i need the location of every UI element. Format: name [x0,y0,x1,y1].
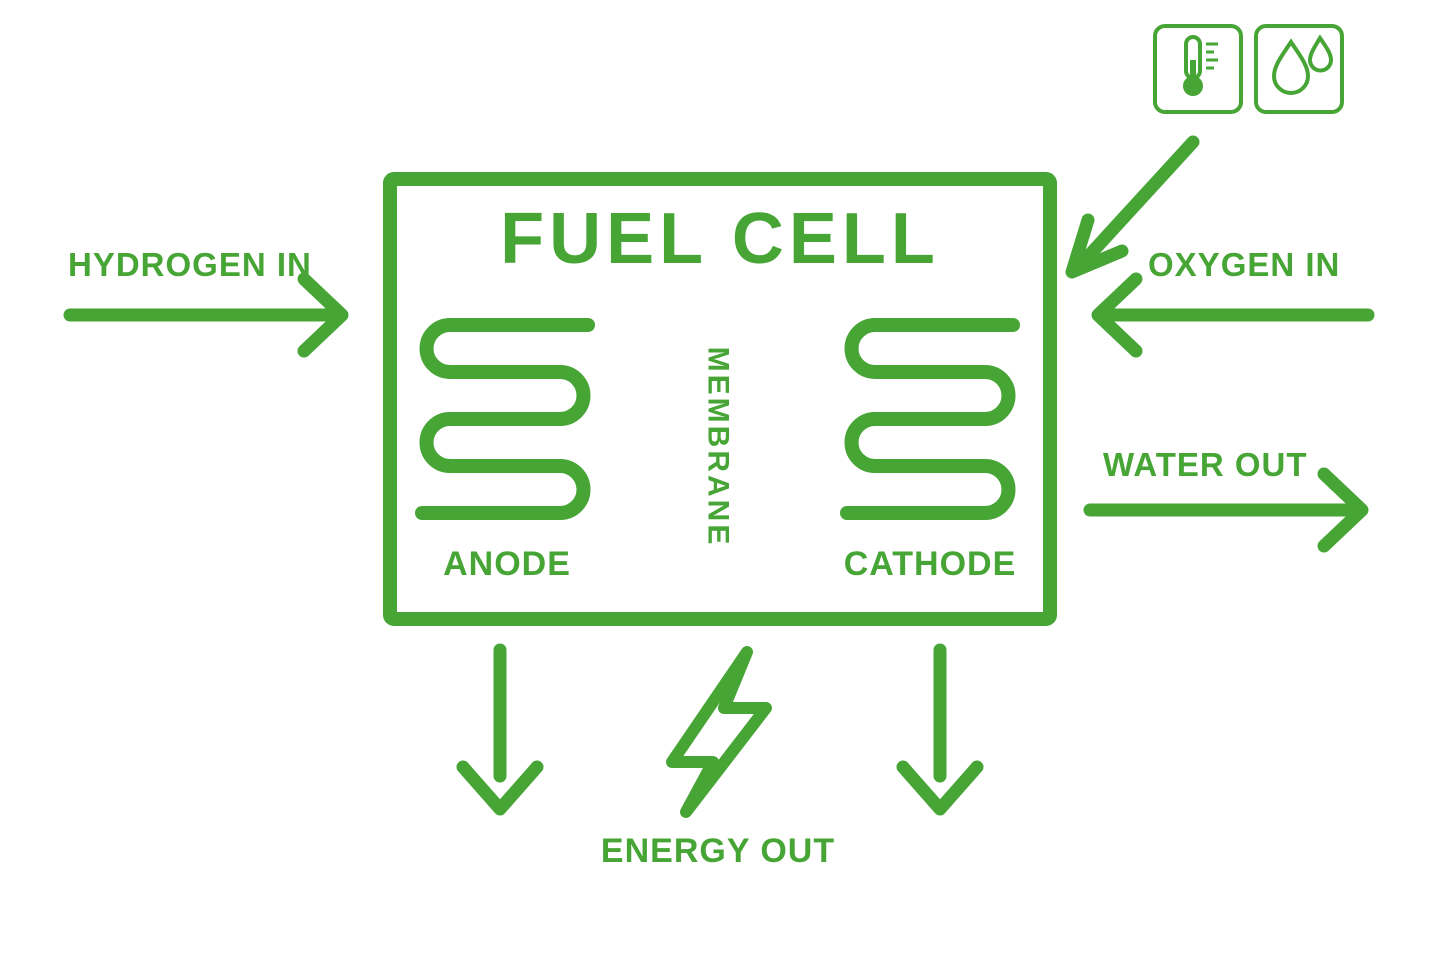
anode-out-arrow [456,643,544,816]
oxygen-in-arrow [1091,272,1375,358]
water-out-arrow [1083,467,1369,553]
hydrogen-in-arrow [63,272,349,358]
water-drops-icon [1254,24,1344,114]
energy-out-label: ENERGY OUT [600,832,836,870]
membrane-label: MEMBRANE [701,346,735,548]
hydrogen-in-label: HYDROGEN IN [68,246,312,283]
oxygen-in-label: OXYGEN IN [1148,246,1341,283]
fuel-cell-title: FUEL CELL [500,199,940,279]
fuel-cell-box [383,172,1057,626]
lightning-bolt-icon [666,646,772,818]
thermometer-icon [1153,24,1243,114]
cathode-label: CATHODE [843,545,1017,583]
anode-flow-channel [415,318,595,520]
cathode-out-arrow [896,643,984,816]
temperature-humidity-arrow [1065,135,1200,279]
anode-label: ANODE [443,545,571,583]
water-out-label: WATER OUT [1103,446,1308,483]
cathode-flow-channel [840,318,1020,520]
